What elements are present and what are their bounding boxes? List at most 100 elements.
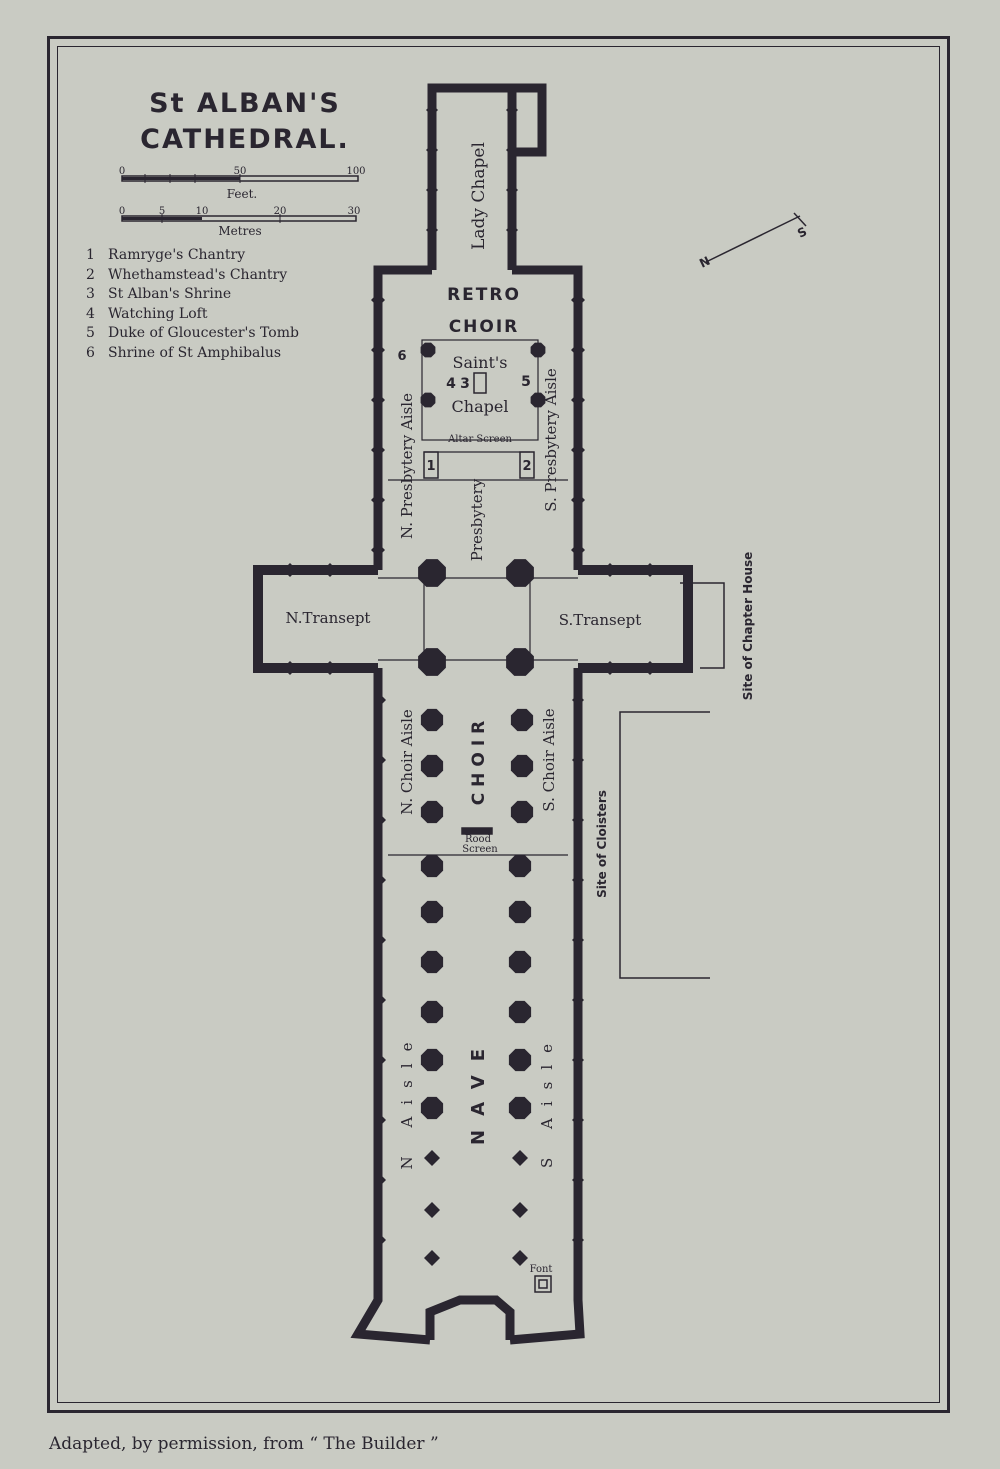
label-chapel: Chapel xyxy=(452,397,509,416)
pier xyxy=(323,661,337,675)
metres-tick-20: 20 xyxy=(274,206,287,217)
legend-text: Watching Loft xyxy=(108,305,208,322)
pier xyxy=(424,1150,440,1166)
legend-text: Duke of Gloucester's Tomb xyxy=(108,325,299,341)
pier xyxy=(512,1202,528,1218)
pier xyxy=(374,994,386,1006)
label-site-chapter-house: Site of Chapter House xyxy=(741,552,755,701)
pier xyxy=(510,708,534,732)
pier xyxy=(374,1114,386,1126)
pier xyxy=(371,543,385,557)
legend-marker-6: 6 xyxy=(397,349,406,364)
pier xyxy=(420,950,444,974)
pier xyxy=(572,874,584,886)
pier xyxy=(374,874,386,886)
pier xyxy=(506,559,534,587)
pier xyxy=(424,1250,440,1266)
metres-tick-5: 5 xyxy=(159,206,165,217)
pier xyxy=(572,754,584,766)
pier xyxy=(374,754,386,766)
legend-text: Ramryge's Chantry xyxy=(108,247,246,263)
metres-scale-bar xyxy=(121,214,357,223)
legend-text: Shrine of St Amphibalus xyxy=(108,344,282,361)
pier xyxy=(420,342,436,358)
feet-tick-100: 100 xyxy=(346,166,365,177)
pier xyxy=(371,443,385,457)
pier xyxy=(374,814,386,826)
pier xyxy=(420,900,444,924)
label-site-cloisters: Site of Cloisters xyxy=(595,790,609,898)
pier xyxy=(572,814,584,826)
label-presbytery: Presbytery xyxy=(468,478,486,561)
label-nave: NAVE xyxy=(468,1035,489,1145)
label-altar-screen: Altar Screen xyxy=(447,434,512,445)
feet-label: Feet. xyxy=(227,187,258,201)
metres-tick-0: 0 xyxy=(119,206,125,217)
pier xyxy=(420,1048,444,1072)
pier xyxy=(571,393,585,407)
label-saints: Saint's xyxy=(453,353,508,372)
legend-item: 5 Duke of Gloucester's Tomb xyxy=(86,324,299,344)
north-arrow-n-label: N xyxy=(697,254,712,271)
pier xyxy=(374,1054,386,1066)
shrine-details xyxy=(423,372,552,1293)
caption: Adapted, by permission, from “ The Build… xyxy=(49,1434,439,1454)
pier xyxy=(572,1114,584,1126)
pier xyxy=(508,1048,532,1072)
pier xyxy=(371,343,385,357)
cloisters-outline xyxy=(619,711,710,979)
pier xyxy=(603,661,617,675)
label-s-transept: S.Transept xyxy=(559,611,642,629)
label-s-aisle: S Aisle xyxy=(538,1032,556,1168)
label-n-aisle: N Aisle xyxy=(398,1031,416,1170)
pier xyxy=(506,224,518,236)
legend-marker-1: 1 xyxy=(426,459,435,474)
pier xyxy=(571,293,585,307)
pier xyxy=(571,543,585,557)
label-rood: Rood xyxy=(465,834,492,845)
map-inner-frame xyxy=(57,46,940,1403)
pier xyxy=(420,800,444,824)
metres-label: Metres xyxy=(218,224,261,238)
pier xyxy=(426,224,438,236)
pier xyxy=(508,1096,532,1120)
pier xyxy=(603,563,617,577)
pier xyxy=(374,1234,386,1246)
pier xyxy=(374,934,386,946)
chapter-house-outline xyxy=(680,582,725,669)
pier xyxy=(374,694,386,706)
label-lady-chapel: Lady Chapel xyxy=(469,142,489,250)
label-n-choir-aisle: N. Choir Aisle xyxy=(398,709,416,815)
legend-marker-5: 5 xyxy=(521,374,531,390)
pier xyxy=(643,661,657,675)
pier xyxy=(508,950,532,974)
feet-tick-0: 0 xyxy=(119,166,125,177)
pier xyxy=(420,1000,444,1024)
pier xyxy=(571,343,585,357)
pier xyxy=(643,563,657,577)
pier xyxy=(426,104,438,116)
pier xyxy=(508,1000,532,1024)
pier xyxy=(508,900,532,924)
legend-marker-2: 2 xyxy=(522,459,531,474)
pier xyxy=(323,563,337,577)
pier xyxy=(371,493,385,507)
legend-marker-3: 3 xyxy=(460,376,470,392)
map-outer-frame xyxy=(47,36,950,1413)
pier xyxy=(572,1234,584,1246)
pier xyxy=(572,994,584,1006)
pier xyxy=(424,1202,440,1218)
pier xyxy=(371,293,385,307)
pier xyxy=(572,1174,584,1186)
pier xyxy=(510,800,534,824)
legend-text: St Alban's Shrine xyxy=(108,286,232,302)
pier xyxy=(420,392,436,408)
pier xyxy=(426,144,438,156)
legend-number: 5 xyxy=(86,325,95,341)
cathedral-piers xyxy=(283,104,657,1266)
pier xyxy=(572,1054,584,1066)
pier xyxy=(571,493,585,507)
